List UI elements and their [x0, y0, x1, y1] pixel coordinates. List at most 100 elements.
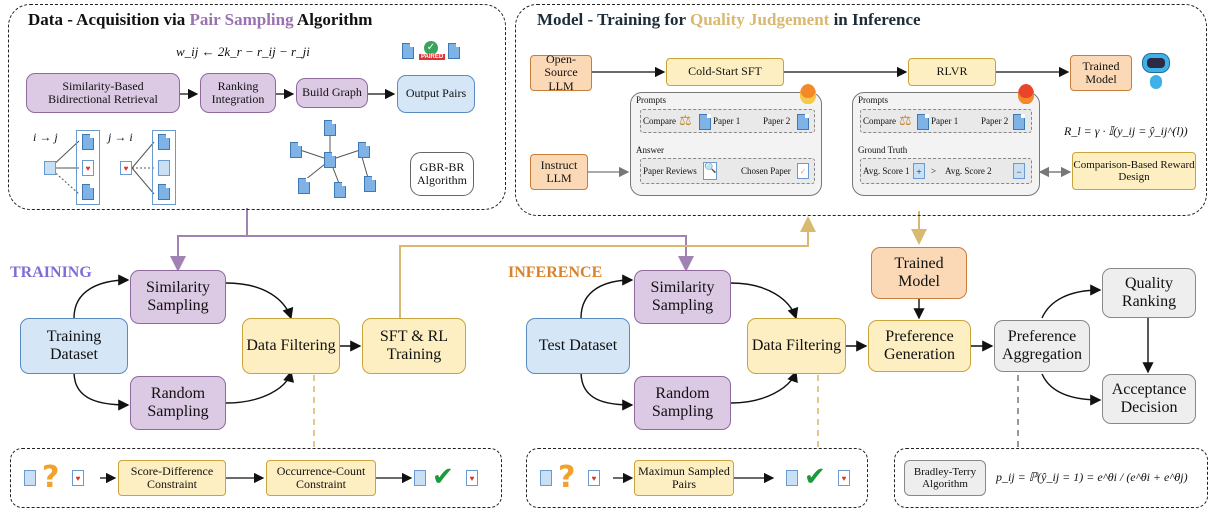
paper-icon: [82, 184, 94, 200]
question-icon: ?: [42, 460, 60, 495]
paper-icon: [358, 142, 370, 158]
scale-icon: ⚖: [679, 114, 692, 129]
test-dataset-box: Test Dataset: [526, 318, 630, 374]
heart-doc-icon: ♥: [72, 470, 84, 486]
paper-2-label: Paper 2: [981, 116, 1009, 126]
retrieval-graph-right: ♥: [118, 130, 178, 205]
training-label: TRAINING: [10, 264, 92, 281]
quality-ranking-box: Quality Ranking: [1102, 268, 1196, 318]
answer-label: Answer: [636, 145, 664, 155]
paper-graph: [290, 120, 380, 200]
chosen-paper-icon: ✓: [797, 163, 809, 179]
aggregation-panel: [894, 448, 1208, 508]
comparison-reward-box: Comparison-Based Reward Design: [1072, 152, 1196, 190]
weight-formula: w_ij ← 2k_r − r_ij − r_ji: [176, 44, 310, 59]
paper-icon: [364, 176, 376, 192]
avg-score-2-label: Avg. Score 2: [945, 166, 992, 176]
paired-badge-group: ✓ PAIRED: [402, 41, 476, 63]
share-doc-icon: [786, 470, 798, 486]
review-icon: 🔍: [703, 162, 717, 180]
sft-prompt-row: Compare ⚖ Paper 1 Paper 2: [640, 109, 815, 133]
direction-i-to-j: i → j: [33, 130, 58, 144]
instruct-llm-box: Instruct LLM: [530, 154, 588, 190]
ground-truth-label: Ground Truth: [858, 145, 908, 155]
rlvr-prompt-row: Compare ⚖ Paper 1 Paper 2: [860, 109, 1032, 133]
inference-data-filtering-box: Data Filtering: [747, 318, 846, 374]
inference-label: INFERENCE: [508, 264, 603, 281]
robot-face: [1147, 58, 1165, 68]
heart-node-icon: ♥: [120, 161, 132, 175]
training-dataset-box: Training Dataset: [20, 318, 128, 374]
share-doc-icon: [540, 470, 552, 486]
greater-than-sign: >: [931, 166, 937, 176]
training-data-filtering-box: Data Filtering: [242, 318, 340, 374]
compare-label: Compare: [863, 116, 896, 126]
output-pairs-box: Output Pairs: [397, 75, 475, 113]
compare-label: Compare: [643, 116, 676, 126]
title-highlight: Pair Sampling: [189, 10, 294, 29]
check-badge-icon: ✓: [424, 41, 438, 55]
fire-icon: [800, 84, 816, 104]
title-highlight: Quality Judgement: [690, 10, 830, 29]
check-icon: ✔: [804, 462, 826, 492]
paper-icon: [324, 152, 336, 168]
preference-aggregation-box: Preference Aggregation: [994, 320, 1090, 372]
training-similarity-sampling-box: Similarity Sampling: [130, 270, 226, 324]
ground-truth-row: Avg. Score 1 + > Avg. Score 2 −: [860, 158, 1032, 184]
paper-icon: [158, 134, 170, 150]
paper-reviews-label: Paper Reviews: [643, 166, 697, 176]
trained-model-inference-box: Trained Model: [871, 247, 967, 299]
rlvr-box: RLVR: [908, 58, 996, 86]
bradley-terry-formula: p_ij = ℙ(ŷ_ij = 1) = e^θi / (e^θi + e^θj…: [996, 470, 1188, 484]
paper-1-label: Paper 1: [931, 116, 959, 126]
share-doc-icon: [414, 470, 426, 486]
rlvr-prompts-label: Prompts: [858, 95, 889, 105]
inference-random-sampling-box: Random Sampling: [634, 376, 731, 430]
heart-doc-icon: ♥: [82, 160, 94, 176]
title-text: Data - Acquisition via: [28, 10, 190, 29]
paper-icon: [1013, 114, 1025, 130]
build-graph-box: Build Graph: [296, 78, 368, 108]
model-training-title: Model - Training for Quality Judgement i…: [537, 10, 921, 30]
paper-icon: [290, 142, 302, 158]
pair-sampling-panel: [8, 4, 506, 210]
inference-similarity-sampling-box: Similarity Sampling: [634, 270, 731, 324]
stack-frame: [152, 130, 176, 205]
occurrence-count-box: Occurrence-Count Constraint: [266, 460, 376, 496]
sft-prompts-label: Prompts: [636, 95, 667, 105]
filter-input-icons: ? ♥: [24, 460, 102, 496]
robot-icon: [1140, 53, 1172, 91]
title-text-end: Algorithm: [293, 10, 373, 29]
training-filtering-panel: [10, 448, 502, 508]
scale-icon: ⚖: [899, 114, 912, 129]
minus-doc-icon: −: [1013, 163, 1025, 179]
paper-icon: [82, 134, 94, 150]
paper-icon: [448, 43, 460, 59]
reward-formula: R_l = γ · 𝕀(y_ij = ŷ_ij^(l)): [1064, 124, 1188, 138]
robot-body: [1150, 75, 1162, 89]
sft-rl-training-box: SFT & RL Training: [362, 318, 466, 374]
pair-sampling-title: Data - Acquisition via Pair Sampling Alg…: [28, 10, 372, 30]
heart-doc-icon: ♥: [466, 470, 478, 486]
score-difference-box: Score-Difference Constraint: [118, 460, 226, 496]
stack-frame: [76, 130, 100, 205]
paper-icon: [324, 120, 336, 136]
cold-start-sft-box: Cold-Start SFT: [666, 58, 784, 86]
title-text: Model - Training for: [537, 10, 690, 29]
sft-answer-row: Paper Reviews 🔍 Chosen Paper ✓: [640, 158, 815, 184]
check-icon: ✔: [432, 462, 454, 492]
preference-generation-box: Preference Generation: [868, 320, 971, 372]
filter-input-icons: ? ♥: [540, 460, 618, 496]
paper-icon: [158, 184, 170, 200]
paper-icon: [298, 178, 310, 194]
paper-icon: [334, 182, 346, 198]
open-source-llm-box: Open-Source LLM: [530, 52, 592, 92]
trained-model-box: Trained Model: [1070, 55, 1132, 91]
paper-1-label: Paper 1: [713, 116, 741, 126]
question-icon: ?: [558, 460, 576, 495]
bradley-terry-box: Bradley-Terry Algorithm: [904, 460, 986, 496]
gbr-br-algorithm-box: GBR-BR Algorithm: [410, 152, 474, 196]
plus-doc-icon: +: [913, 163, 925, 179]
acceptance-decision-box: Acceptance Decision: [1102, 374, 1196, 424]
paper-icon: [699, 114, 711, 130]
